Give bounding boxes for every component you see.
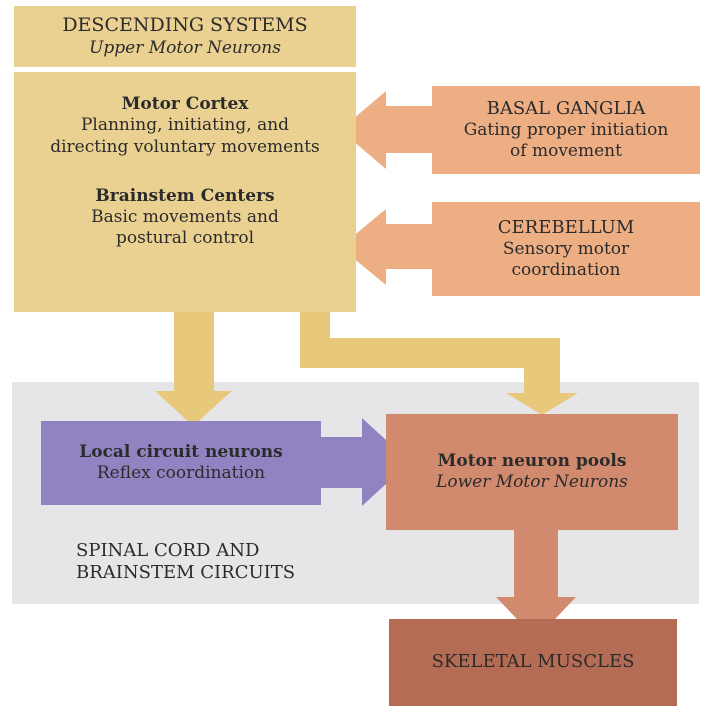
skeletal-muscles-title: SKELETAL MUSCLES [431, 651, 635, 673]
upper-motor-neurons-block: Motor Cortex Planning, initiating, and d… [14, 72, 356, 312]
basal-ganglia-line-2: of movement [510, 141, 622, 162]
arrow-cerebellum-to-brainstem [340, 209, 432, 285]
basal-ganglia-title: BASAL GANGLIA [486, 97, 646, 119]
motor-cortex-title: Motor Cortex [121, 94, 249, 114]
cerebellum-line-1: Sensory motor [502, 239, 630, 259]
spinal-label-line-2: BRAINSTEM CIRCUITS [76, 561, 296, 583]
lower-motor-neurons-label: Lower Motor Neurons [436, 472, 628, 492]
brainstem-centers-line-1: Basic movements and [91, 207, 279, 227]
cerebellum-title: CEREBELLUM [497, 216, 635, 238]
motor-cortex-line-1: Planning, initiating, and [80, 115, 290, 136]
motor-pools-title: Motor neuron pools [437, 450, 627, 471]
brainstem-centers-line-2: postural control [115, 228, 255, 249]
brainstem-centers-title: Brainstem Centers [95, 185, 275, 206]
upper-motor-neurons-label: Upper Motor Neurons [89, 37, 281, 58]
local-circuit-subtitle: Reflex coordination [96, 463, 266, 483]
local-circuit-neurons-box: Local circuit neurons Reflex coordinatio… [41, 421, 321, 505]
spinal-cord-label: SPINAL CORD AND BRAINSTEM CIRCUITS [76, 540, 316, 584]
arrow-local-to-pools [321, 418, 410, 506]
cerebellum-box: CEREBELLUM Sensory motor coordination [432, 202, 700, 296]
motor-cortex-line-2: directing voluntary movements [50, 136, 320, 157]
arrow-basal-to-cortex [340, 91, 432, 169]
descending-systems-title: DESCENDING SYSTEMS [62, 14, 308, 36]
arrow-upper-to-local [155, 312, 232, 426]
brainstem-centers-section: Brainstem Centers Basic movements and po… [14, 186, 356, 250]
spinal-label-line-1: SPINAL CORD AND [76, 540, 260, 561]
basal-ganglia-line-1: Gating proper initiation [463, 120, 669, 140]
local-circuit-title: Local circuit neurons [79, 441, 283, 462]
motor-neuron-pools-box: Motor neuron pools Lower Motor Neurons [386, 414, 678, 530]
skeletal-muscles-box: SKELETAL MUSCLES [389, 619, 677, 706]
motor-cortex-section: Motor Cortex Planning, initiating, and d… [14, 94, 356, 158]
basal-ganglia-box: BASAL GANGLIA Gating proper initiation o… [432, 86, 700, 174]
arrow-upper-to-pools [300, 312, 578, 415]
descending-systems-header: DESCENDING SYSTEMS Upper Motor Neurons [14, 6, 356, 67]
arrow-pools-to-skeletal [496, 530, 576, 639]
cerebellum-line-2: coordination [511, 260, 621, 281]
